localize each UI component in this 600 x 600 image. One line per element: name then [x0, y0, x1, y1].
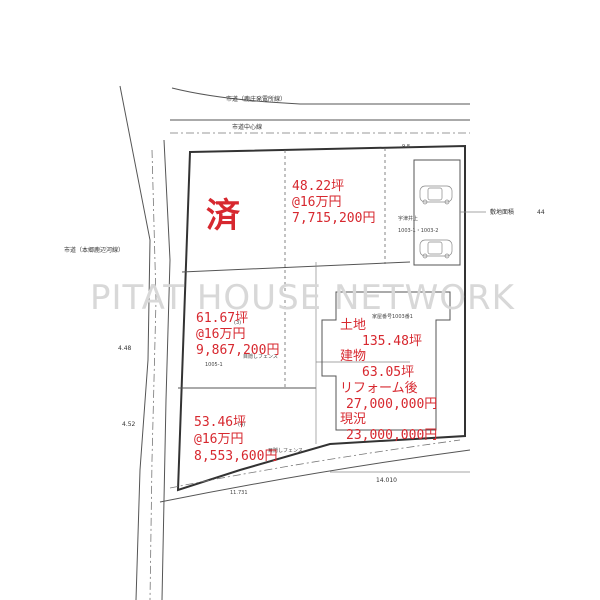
lot1-unit-price: @16万円: [292, 195, 341, 210]
lot3-price: 8,553,600円: [194, 449, 277, 464]
dim-bottom-label: 14.010: [376, 477, 397, 484]
house-land-label: 土地: [340, 318, 366, 333]
lot2-area: 61.67坪: [196, 311, 248, 326]
lot2-price: 9,867,200円: [196, 343, 279, 358]
top-road: 市道（鹿庄発電所線） 市道中心線: [170, 87, 470, 134]
house-reform-price: 27,000,000円: [346, 397, 437, 412]
top-road-label: 市道（鹿庄発電所線）: [226, 95, 286, 103]
watermark: PITAT HOUSE NETWORK: [90, 278, 516, 318]
sold-mark: 済: [206, 196, 241, 236]
house-current-price: 23,000,000円: [346, 428, 437, 443]
lot3-number: (4): [238, 422, 245, 428]
dim-left1-label: 4.48: [118, 345, 132, 352]
lot1-annotation: 済 48.22坪 @16万円 7,715,200円: [206, 179, 375, 236]
house-no: 家屋番号1003番1: [372, 313, 413, 320]
lot2-unit-price: @16万円: [196, 327, 245, 342]
left-road: 市道（本郷鹿辺河線） 4.48 4.52: [64, 85, 171, 600]
site-area-note: 敷地面積 44: [460, 208, 545, 216]
bottom-road: 14.010 11.731 9.8: [159, 144, 471, 503]
house-annotation: 土地 135.48坪 建物 63.05坪 リフォーム後 27,000,000円 …: [340, 318, 437, 443]
left-road-label: 市道（本郷鹿辺河線）: [64, 246, 124, 254]
lot1-price: 7,715,200円: [292, 211, 375, 226]
lot1-parcel: 宇津井上: [398, 215, 418, 222]
lot3-area: 53.46坪: [194, 415, 246, 430]
site-area-label: 敷地面積: [490, 208, 514, 216]
lot3-fence-label: 目隠しフェンス: [268, 447, 303, 454]
site-area-value: 44: [537, 209, 545, 216]
lot2-parcel-no: 1005-1: [205, 362, 223, 368]
parking-area: 宇津井上 1003-1・1003-2: [398, 159, 461, 266]
house-current-label: 現況: [340, 412, 366, 427]
property-boundary: [176, 144, 466, 492]
house-footprint: 家屋番号1003番1: [321, 291, 451, 431]
house-reform-label: リフォーム後: [340, 381, 418, 396]
lot-dividers: [178, 148, 411, 444]
house-building-area: 63.05坪: [362, 365, 414, 380]
lot1-area: 48.22坪: [292, 179, 344, 194]
car-icon: [419, 239, 453, 259]
road-center-label: 市道中心線: [232, 123, 262, 131]
house-land-area: 135.48坪: [362, 334, 422, 349]
dim-top-label: 9.8: [402, 144, 410, 150]
lot2-fence-label: 目隠しフェンス: [243, 353, 278, 360]
lot2-annotation: 61.67坪 @16万円 9,867,200円: [196, 311, 279, 358]
lot2-number: (3): [234, 320, 241, 326]
car-icon: [419, 185, 453, 205]
lot3-unit-price: @16万円: [194, 432, 243, 447]
dim-bottom-road-label: 11.731: [230, 490, 248, 496]
dim-left2-label: 4.52: [122, 421, 136, 428]
lot1-parcel-no: 1003-1・1003-2: [398, 228, 438, 234]
lot3-annotation: 53.46坪 @16万円 8,553,600円: [194, 415, 277, 464]
house-building-label: 建物: [340, 349, 366, 364]
